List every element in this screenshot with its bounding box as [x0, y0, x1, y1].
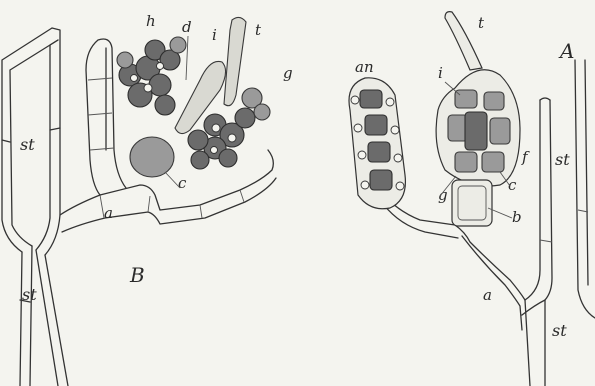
stem-filament-left-main: [36, 28, 60, 255]
label-c-left: c: [178, 174, 187, 192]
tube-t-right: [445, 12, 482, 70]
label-a-left: a: [104, 204, 113, 222]
tube-d-pointer: [186, 36, 188, 80]
label-st-right-bottom: st: [552, 321, 567, 340]
figure-b-drawing: [2, 17, 276, 386]
label-st-left-top: st: [20, 135, 35, 154]
label-st-right-top: st: [555, 150, 570, 169]
label-b: b: [512, 208, 522, 226]
label-st-left-bottom: st: [22, 285, 37, 304]
label-d: d: [182, 18, 192, 36]
label-an: an: [355, 58, 374, 76]
tube-t-left: [224, 17, 246, 105]
label-h: h: [146, 12, 156, 30]
oogonium-c-left: [130, 137, 174, 177]
label-g-left: g: [283, 64, 293, 82]
branch-a-cross-walls: [100, 190, 244, 218]
label-f: f: [521, 148, 530, 166]
label-a-right: a: [483, 286, 492, 304]
stem-filament-right: [525, 60, 595, 318]
label-i-left: i: [212, 26, 217, 44]
label-i-right: i: [438, 64, 443, 82]
label-B: B: [129, 263, 145, 287]
stem-filament-lower-left: [20, 246, 68, 386]
stem-right-walls: [540, 210, 588, 242]
label-A: A: [558, 39, 574, 63]
label-t-right: t: [478, 14, 485, 32]
label-t-left: t: [255, 21, 262, 39]
cell-cluster-h: [117, 37, 186, 115]
erect-filament-walls: [88, 78, 114, 150]
stem-filament-right-lower: [525, 98, 550, 386]
